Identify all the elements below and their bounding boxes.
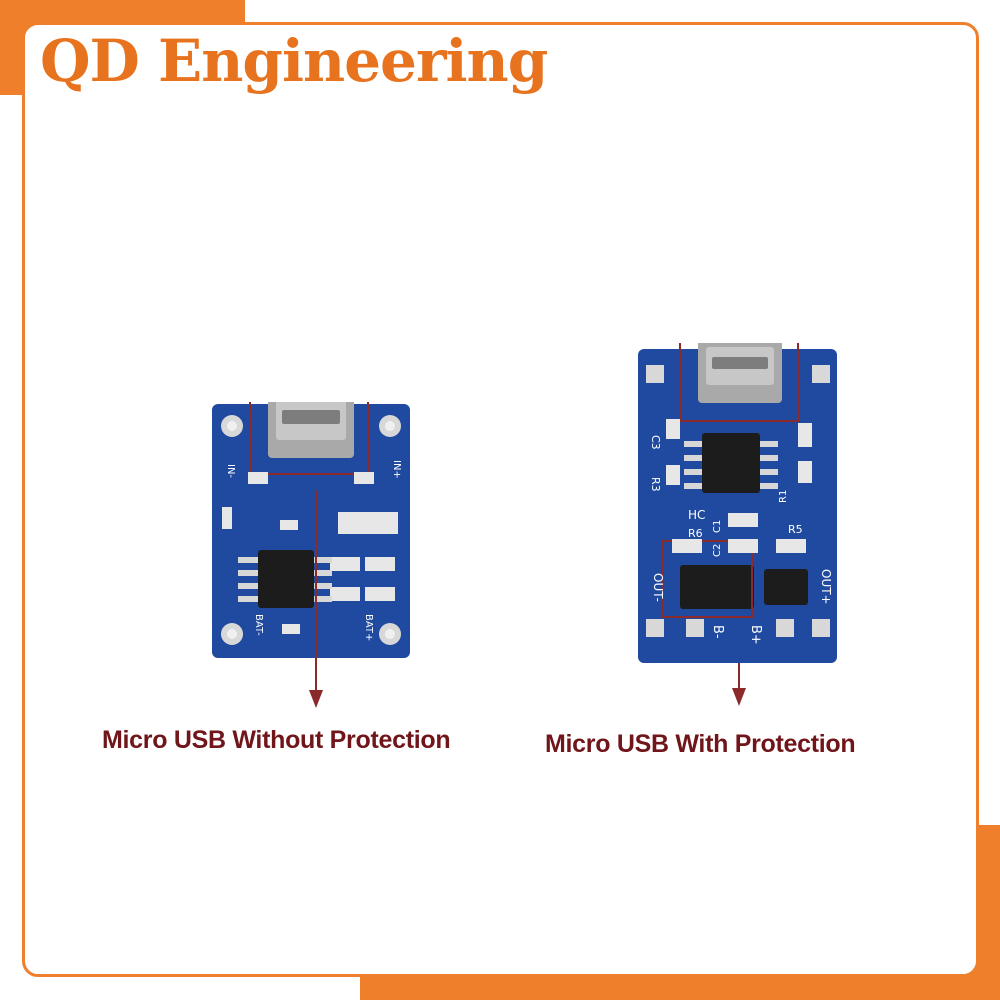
caption-with-protection: Micro USB With Protection: [545, 730, 856, 758]
mosfet-ic: [764, 569, 808, 605]
pad-label-bat-plus: BAT+: [363, 614, 374, 641]
mounting-hole-icon: [646, 365, 830, 637]
charger-ic: [702, 433, 760, 493]
pad-label-out-plus: OUT+: [819, 569, 833, 605]
pad-label-bat-minus: BAT-: [253, 614, 264, 636]
pad-label-b-minus: B-: [710, 625, 725, 639]
caption-without-protection: Micro USB Without Protection: [102, 726, 451, 754]
silk-label-r6: R6: [688, 527, 703, 540]
pad-label-out-minus: OUT-: [651, 573, 665, 602]
silk-label-hc: HC: [688, 508, 705, 522]
protection-highlight-box: [661, 540, 753, 618]
brand-title: QD Engineering: [40, 27, 548, 95]
silk-label-r5: R5: [788, 523, 803, 536]
silk-label-c2: C2: [712, 544, 723, 557]
usb-highlight-box: [249, 402, 369, 475]
silk-label-c3: C3: [649, 435, 662, 450]
silk-label-c1: C1: [712, 520, 723, 533]
silk-label-r1: R1: [778, 490, 789, 503]
usb-highlight-box: [679, 343, 799, 422]
pad-label-b-plus: B+: [748, 625, 763, 645]
pad-label-in-minus: IN-: [225, 464, 236, 478]
protection-ic: [680, 565, 754, 609]
board-photo-without-protection: IN- IN+ BAT- BAT+: [212, 402, 410, 660]
board-photo-with-protection: C3 R3 R6 HC C1 C2 R5 R1 OUT- OUT+ B- B+: [638, 343, 837, 663]
pad-label-in-plus: IN+: [391, 460, 402, 479]
silk-label-r3: R3: [649, 477, 662, 492]
charger-ic: [258, 550, 314, 608]
